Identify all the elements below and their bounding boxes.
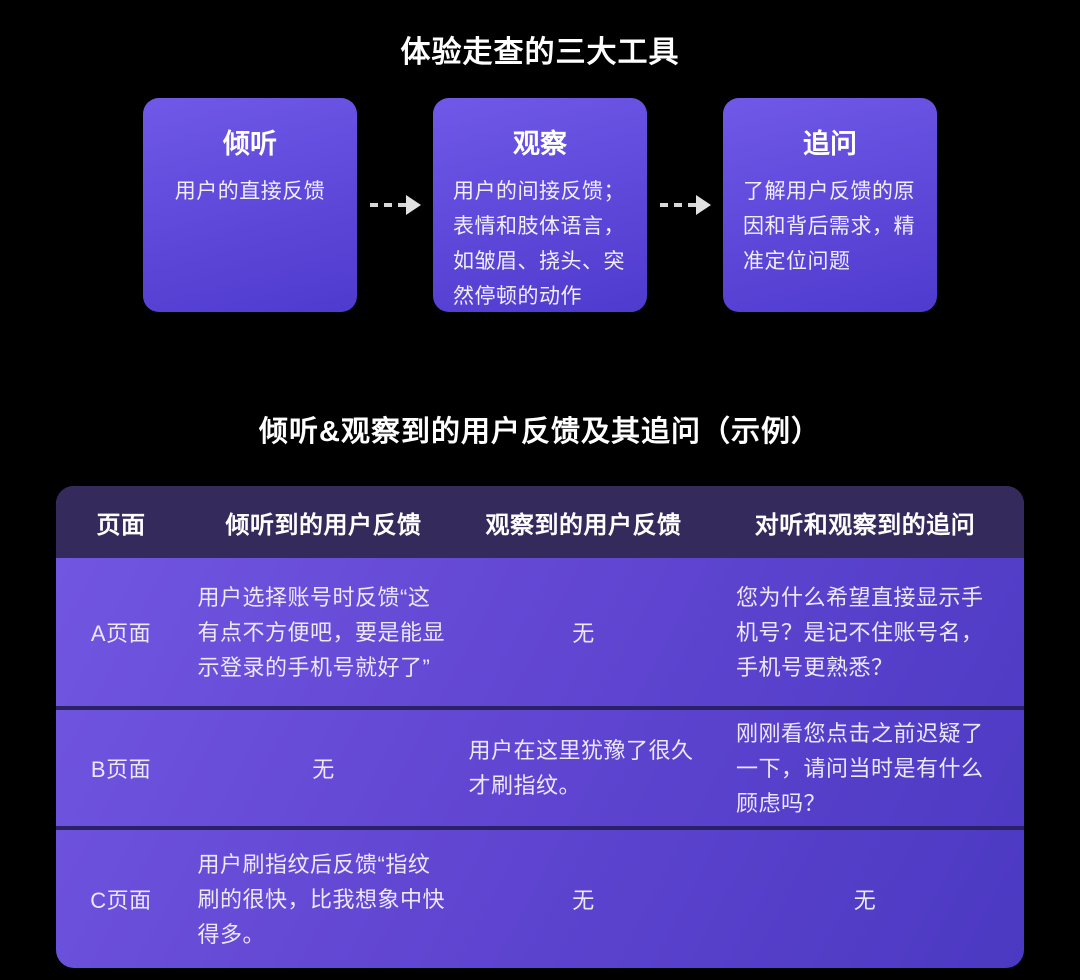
dashed-arrow-icon bbox=[647, 98, 723, 312]
tools-row: 倾听 用户的直接反馈 观察 用户的间接反馈；表情和肢体语言，如皱眉、挠头、突然停… bbox=[0, 98, 1080, 312]
arrow-head bbox=[695, 195, 711, 215]
col-header-observed: 观察到的用户反馈 bbox=[485, 511, 682, 539]
tool-card-observe-title: 观察 bbox=[513, 129, 567, 159]
table-row-b: B页面 无 用户在这里犹豫了很久才刷指纹。 刚刚看您点击之前迟疑了一下，请问当时… bbox=[56, 706, 1024, 826]
cell-followup: 刚刚看您点击之前迟疑了一下，请问当时是有什么顾虑吗？ bbox=[736, 720, 984, 816]
arrow-dash-line bbox=[369, 203, 406, 207]
cell-followup: 无 bbox=[853, 888, 877, 913]
cell-page: A页面 bbox=[90, 621, 152, 646]
col-header-followup: 对听和观察到的追问 bbox=[754, 511, 976, 539]
tool-card-listen-desc: 用户的直接反馈 bbox=[174, 180, 326, 203]
tool-card-followup: 追问 了解用户反馈的原因和背后需求，精准定位问题 bbox=[723, 98, 937, 312]
cell-listened: 无 bbox=[312, 757, 335, 782]
table-row-a: A页面 用户选择账号时反馈“这有点不方便吧，要是能显示登录的手机号就好了” 无 … bbox=[56, 558, 1024, 706]
cell-page: C页面 bbox=[90, 888, 152, 913]
tool-card-listen-title: 倾听 bbox=[223, 129, 277, 159]
tool-card-listen: 倾听 用户的直接反馈 bbox=[143, 98, 357, 312]
cell-observed: 无 bbox=[572, 621, 595, 646]
table-header-row: 页面 倾听到的用户反馈 观察到的用户反馈 对听和观察到的追问 bbox=[56, 486, 1024, 558]
table-title: 倾听&观察到的用户反馈及其追问（示例） bbox=[259, 416, 821, 448]
col-header-page: 页面 bbox=[96, 511, 146, 539]
col-header-listened: 倾听到的用户反馈 bbox=[225, 511, 422, 539]
tool-card-followup-title: 追问 bbox=[803, 129, 857, 159]
cell-observed: 用户在这里犹豫了很久才刷指纹。 bbox=[468, 738, 694, 798]
dashed-arrow-icon bbox=[357, 98, 433, 312]
table-row-c: C页面 用户刷指纹后反馈“指纹刷的很快，比我想象中快得多。 无 无 bbox=[56, 826, 1024, 968]
tool-card-observe-desc: 用户的间接反馈；表情和肢体语言，如皱眉、挠头、突然停顿的动作 bbox=[453, 180, 625, 308]
page-title: 体验走查的三大工具 bbox=[400, 36, 680, 69]
cell-followup: 您为什么希望直接显示手机号？是记不住账号名，手机号更熟悉？ bbox=[736, 584, 984, 680]
tool-card-followup-desc: 了解用户反馈的原因和背后需求，精准定位问题 bbox=[743, 180, 915, 273]
feedback-example-table: 页面 倾听到的用户反馈 观察到的用户反馈 对听和观察到的追问 A页面 用户选择账… bbox=[56, 486, 1024, 968]
cell-listened: 用户刷指纹后反馈“指纹刷的很快，比我想象中快得多。 bbox=[197, 851, 446, 947]
cell-listened: 用户选择账号时反馈“这有点不方便吧，要是能显示登录的手机号就好了” bbox=[197, 584, 446, 680]
arrow-head bbox=[405, 195, 421, 215]
tool-card-observe: 观察 用户的间接反馈；表情和肢体语言，如皱眉、挠头、突然停顿的动作 bbox=[433, 98, 647, 312]
arrow-dash-line bbox=[659, 203, 696, 207]
cell-page: B页面 bbox=[90, 757, 152, 782]
cell-observed: 无 bbox=[572, 888, 595, 913]
